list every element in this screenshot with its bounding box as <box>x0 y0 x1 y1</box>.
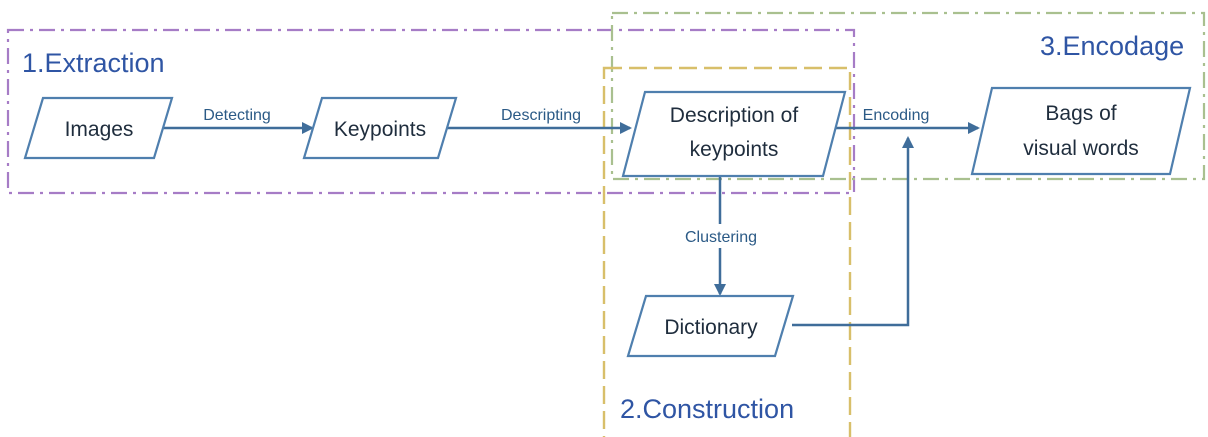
node-dictionary-label: Dictionary <box>664 316 758 339</box>
group-label-extraction: 1.Extraction <box>22 48 165 78</box>
edge-dictionary-to-encoding <box>792 136 914 327</box>
edge-label-detecting: Detecting <box>203 107 271 124</box>
node-bags-label-line1: Bags of <box>1045 102 1116 125</box>
node-bags-label-line2: visual words <box>1023 137 1139 160</box>
node-keypoints-label: Keypoints <box>334 118 426 141</box>
node-images-label: Images <box>65 118 134 141</box>
node-keypoints-shape <box>302 96 458 160</box>
group-label-construction: 2.Construction <box>620 394 794 424</box>
group-label-encodage: 3.Encodage <box>1040 31 1184 61</box>
group-box-construction <box>602 66 852 437</box>
group-box-extraction <box>6 28 856 195</box>
edge-label-bg-clustering <box>676 224 766 248</box>
node-bags-shape <box>970 86 1192 176</box>
node-description-shape <box>621 90 847 178</box>
edge-label-clustering: Clustering <box>685 229 757 246</box>
node-images-shape <box>23 96 174 160</box>
edge-label-descripting: Descripting <box>501 107 581 124</box>
node-description-label-line2: keypoints <box>690 138 779 161</box>
node-description-label-line1: Description of <box>670 104 799 127</box>
edge-label-encoding: Encoding <box>863 107 930 124</box>
node-dictionary-shape <box>626 294 795 358</box>
